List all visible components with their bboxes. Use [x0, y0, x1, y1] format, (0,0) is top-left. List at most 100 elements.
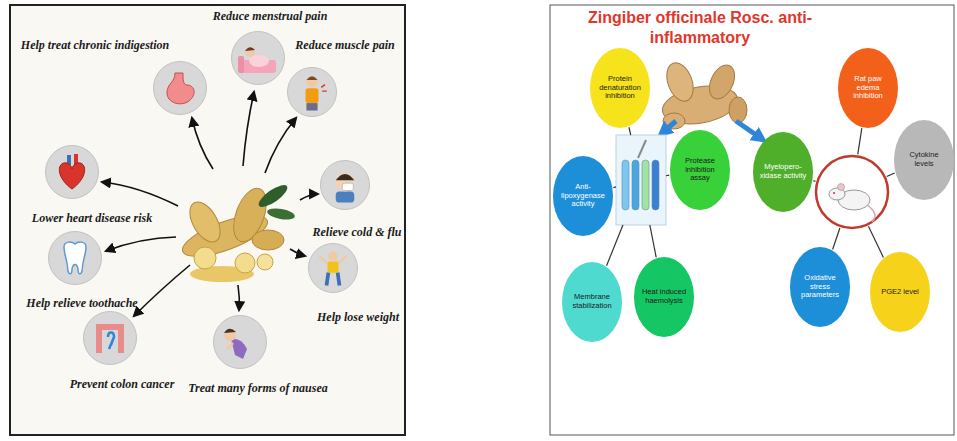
- benefit-icon: [319, 251, 347, 285]
- benefit-circle: Relieve cold & flu: [320, 160, 370, 210]
- arrow: [243, 92, 254, 166]
- ellipse-fill: [870, 252, 930, 332]
- ellipse-fill: [790, 247, 850, 327]
- ginger-root: [662, 59, 698, 105]
- arrow: [265, 118, 296, 173]
- shirt: [231, 339, 247, 359]
- rat-ear: [838, 184, 845, 191]
- icon-circle: [320, 160, 370, 210]
- assay-ellipse: Rat paw edema inhibition: [838, 48, 898, 128]
- benefit-circle: Prevent colon cancer: [83, 311, 137, 365]
- benefit-circle: Help treat chronic indigestion: [153, 61, 207, 115]
- ellipse-fill: [753, 132, 813, 212]
- node-label: Reduce muscle pain: [295, 38, 394, 52]
- assay-ellipse: Protein denaturation inhibition: [590, 48, 650, 128]
- assay-ellipse: Protease inhibition assay: [670, 130, 730, 210]
- spoke-line: [607, 225, 623, 266]
- spoke-line: [813, 180, 815, 182]
- ginger-slice: [194, 247, 216, 269]
- tooth: [64, 242, 86, 274]
- arms: [319, 256, 347, 263]
- arrow: [290, 249, 305, 256]
- ellipse-fill: [562, 262, 622, 342]
- ginger-root: [729, 97, 747, 123]
- benefit-circle: Help relieve toothache: [48, 231, 102, 285]
- assay-ellipse: Cytokine levels: [894, 120, 954, 200]
- node-label: PGE2 level: [875, 288, 925, 297]
- spoke-line: [858, 128, 862, 154]
- arrow: [192, 118, 213, 169]
- node-label: Membrane stabilization: [567, 293, 617, 310]
- node-label: Protease inhibition assay: [675, 157, 725, 183]
- node-label: Relieve cold & flu: [313, 225, 402, 239]
- circle-ground: [49, 232, 102, 285]
- benefit-circle: Reduce muscle pain: [287, 67, 337, 117]
- ginger-photo: [659, 59, 747, 129]
- rat-tail: [866, 204, 875, 222]
- benefit-icon: [99, 327, 121, 353]
- hair: [306, 76, 317, 80]
- right-panel: [550, 5, 954, 435]
- ribbon: [108, 333, 114, 350]
- sofa-arm: [238, 56, 244, 73]
- legs: [327, 273, 340, 286]
- ellipse-fill: [670, 130, 730, 210]
- circle-ground: [288, 68, 337, 117]
- stomach: [167, 73, 194, 104]
- pain-mark: [321, 85, 327, 91]
- node-label: Help lose weight: [317, 310, 399, 324]
- test-tube: [622, 160, 629, 210]
- assay-ellipse: Myelopero-xidase activity: [753, 132, 813, 212]
- node-label: Oxidative stress parameters: [795, 274, 845, 300]
- spoke-line: [613, 186, 616, 188]
- node-label: Anti-lipoxygenase activity: [558, 183, 608, 209]
- heart: [59, 163, 84, 189]
- rat-eye: [833, 192, 835, 194]
- spoke-line: [868, 226, 883, 257]
- head: [306, 76, 317, 87]
- icon-circle: [308, 243, 358, 293]
- benefit-circle: Reduce menstrual pain: [231, 31, 285, 85]
- benefit-icon: [167, 73, 194, 104]
- benefit-icon: [238, 47, 276, 73]
- shirt: [306, 88, 319, 103]
- head: [336, 173, 355, 192]
- node-label: Rat paw edema inhibition: [843, 75, 893, 101]
- hair: [224, 329, 236, 333]
- arrow: [106, 237, 176, 251]
- arrow: [102, 182, 178, 206]
- icon-circle: [48, 231, 102, 285]
- ellipse-fill: [838, 48, 898, 128]
- node-label: Cytokine levels: [899, 151, 949, 168]
- icon-circle: [231, 31, 285, 85]
- head: [328, 251, 337, 260]
- ginger-root: [184, 197, 227, 247]
- assay-ellipse: Oxidative stress parameters: [790, 247, 850, 327]
- arrow: [134, 265, 190, 316]
- pants: [306, 103, 317, 110]
- benefit-icon: [224, 329, 247, 359]
- ginger-leaf: [256, 181, 291, 210]
- hair: [336, 174, 355, 180]
- diagram-title: Zingiber officinale Rosc. anti-inflammat…: [580, 8, 820, 48]
- ginger-root: [252, 230, 284, 250]
- icon-circle: [45, 145, 99, 199]
- node-label: Help treat chronic indigestion: [21, 38, 169, 52]
- icon-circle: [83, 311, 137, 365]
- spoke-lines: [607, 127, 895, 266]
- arrow: [300, 194, 318, 200]
- spoke-line: [629, 127, 631, 135]
- node-label: Treat many forms of nausea: [188, 381, 328, 395]
- circle-ground: [214, 316, 267, 369]
- benefit-icon: [306, 76, 327, 110]
- ellipse-fill: [553, 156, 613, 236]
- ginger-slice: [235, 253, 255, 273]
- colon: [99, 327, 121, 353]
- benefit-icon: [59, 154, 84, 189]
- head: [224, 329, 236, 341]
- arm: [227, 343, 233, 349]
- ellipse-fill: [894, 120, 954, 200]
- node-label: Heat induced haemolysis: [639, 288, 689, 305]
